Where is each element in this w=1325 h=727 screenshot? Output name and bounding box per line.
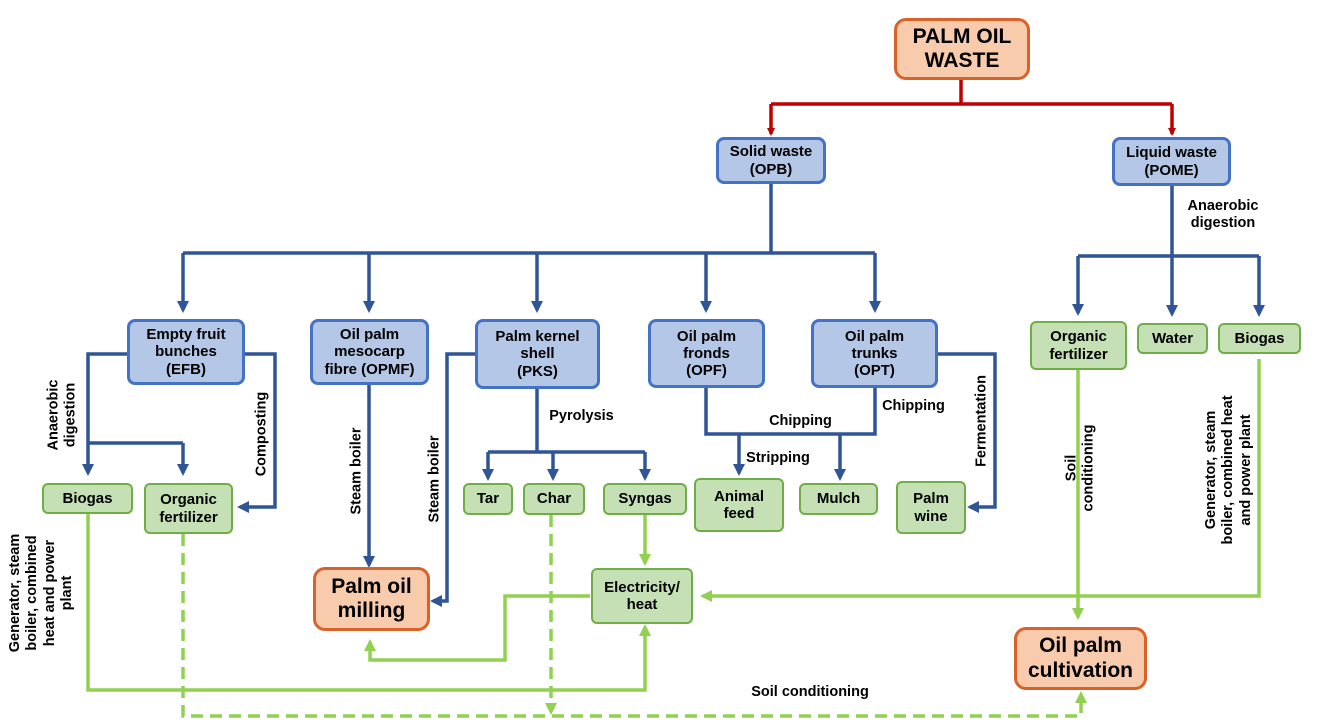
label-fermentation: Fermentation (973, 375, 990, 467)
label-chipping-opf: Chipping (769, 413, 832, 429)
arrow-efb-anaerobic (88, 352, 183, 473)
palm-wine-node: Palm wine (896, 481, 966, 534)
biogas-pome-node: Biogas (1218, 323, 1301, 354)
efb-node: Empty fruit bunches (EFB) (127, 319, 245, 385)
oil-palm-cultivation-node: Oil palm cultivation (1014, 627, 1147, 690)
arrow-efb-composting (237, 352, 277, 513)
label-anaerobic-digestion-pome: Anaerobic digestion (1187, 198, 1259, 232)
fronds-trunks-arrows (704, 352, 997, 513)
arrow-electricity-to-milling (364, 594, 590, 662)
root-split-arrows (771, 80, 1176, 134)
label-stripping: Stripping (746, 450, 810, 466)
animal-feed-node: Animal feed (694, 478, 784, 532)
label-steam-boiler-pks: Steam boiler (426, 435, 443, 523)
opf-node: Oil palm fronds (OPF) (648, 319, 765, 388)
organic-fertilizer-efb-node: Organic fertilizer (144, 483, 233, 534)
label-generator-pome: Generator, steam boiler, combined heat a… (1202, 395, 1254, 545)
efb-process-arrows (88, 352, 277, 513)
label-steam-boiler-opmf: Steam boiler (348, 427, 365, 515)
label-anaerobic-digestion-efb: Anaerobic digestion (45, 379, 79, 451)
syngas-node: Syngas (603, 483, 687, 515)
label-pyrolysis: Pyrolysis (549, 408, 614, 424)
label-soil-conditioning-bottom: Soil conditioning (751, 684, 869, 700)
label-composting: Composting (253, 391, 270, 477)
arrow-root-to-solid (771, 102, 1172, 134)
label-generator-efb: Generator, steam boiler, combined heat a… (7, 533, 76, 653)
char-node: Char (523, 483, 585, 515)
biogas-efb-node: Biogas (42, 483, 133, 514)
pks-node: Palm kernel shell (PKS) (475, 319, 600, 389)
liquid-waste-node: Liquid waste (POME) (1112, 137, 1231, 186)
arrow-biogas-left-to-electricity (86, 514, 651, 692)
opmf-node: Oil palm mesocarp fibre (OPMF) (310, 319, 429, 385)
water-node: Water (1137, 323, 1208, 354)
steam-boiler-arrows (363, 352, 478, 607)
opt-node: Oil palm trunks (OPT) (811, 319, 938, 388)
arrow-pks-to-milling (430, 352, 478, 607)
mulch-node: Mulch (799, 483, 878, 515)
dashed-soil-arrows (181, 515, 1087, 718)
organic-fertilizer-pome-node: Organic fertilizer (1030, 321, 1127, 370)
arrow-opf-opt-join (704, 388, 877, 436)
tar-node: Tar (463, 483, 513, 515)
label-chipping-opt: Chipping (882, 398, 945, 414)
palm-oil-waste-node: PALM OIL WASTE (894, 18, 1030, 80)
pyrolysis-arrows (482, 389, 651, 481)
arrow-solid-stem (183, 184, 875, 255)
energy-and-soil-arrows (86, 359, 1261, 692)
palm-oil-milling-node: Palm oil milling (313, 567, 430, 631)
arrow-organic-fert-left-to-cultivation (181, 534, 1087, 718)
solid-waste-node: Solid waste (OPB) (716, 137, 826, 184)
solid-waste-branch-arrows (177, 184, 881, 313)
electricity-heat-node: Electricity/ heat (591, 568, 693, 624)
label-soil-conditioning-vertical: Soil conditioning (1063, 424, 1097, 512)
arrow-biogas-right-to-electricity (700, 359, 1261, 602)
arrow-opt-fermentation (937, 352, 997, 513)
liquid-waste-branch-arrows (1072, 186, 1265, 317)
arrow-pks-pyrolysis (488, 389, 645, 454)
